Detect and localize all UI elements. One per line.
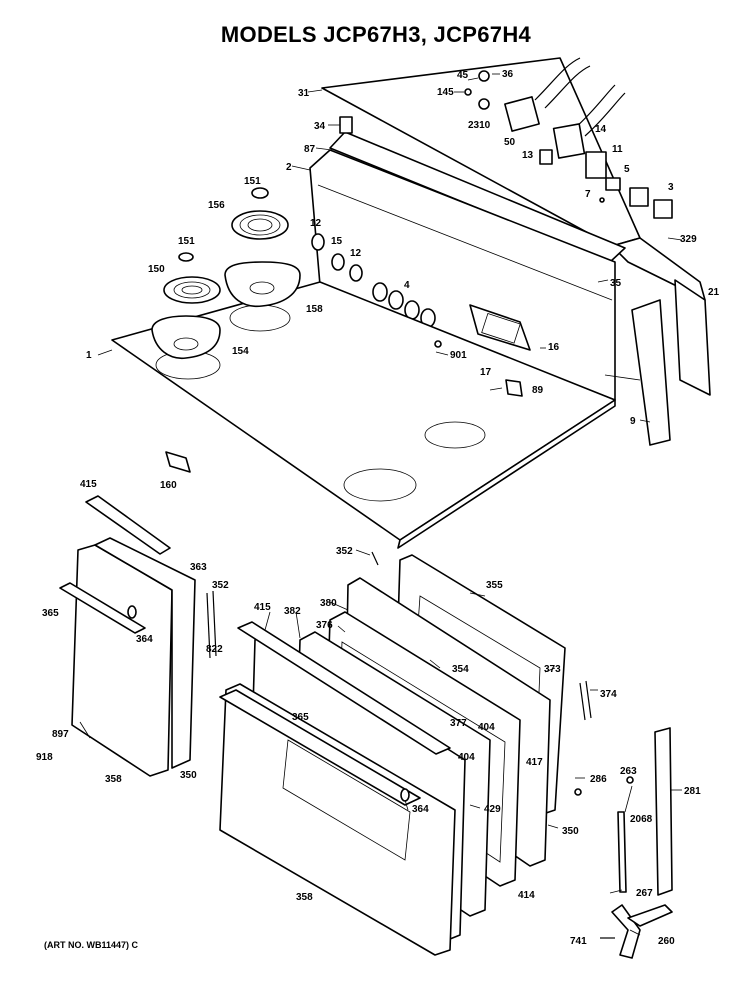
- label-358-left: 358: [105, 774, 122, 785]
- label-50: 50: [504, 137, 516, 148]
- control-panel: [309, 116, 626, 401]
- label-897: 897: [52, 729, 69, 740]
- label-417: 417: [526, 757, 543, 768]
- label-267: 267: [636, 888, 653, 899]
- label-918: 918: [36, 752, 53, 763]
- label-365-left: 365: [42, 608, 59, 619]
- label-156: 156: [208, 200, 225, 211]
- label-363: 363: [190, 562, 207, 573]
- label-382: 382: [284, 606, 301, 617]
- label-11: 11: [612, 144, 623, 155]
- label-373: 373: [544, 664, 561, 675]
- label-15: 15: [331, 236, 343, 247]
- label-17: 17: [480, 367, 492, 378]
- label-151-top: 151: [244, 176, 261, 187]
- label-901: 901: [450, 350, 467, 361]
- label-415-left: 415: [80, 479, 97, 490]
- label-364-left: 364: [136, 634, 153, 645]
- leader-lines: [79, 73, 683, 936]
- label-350-left: 350: [180, 770, 197, 781]
- label-36: 36: [502, 69, 514, 80]
- label-404-b: 404: [458, 752, 475, 763]
- part-labels: 31 45 36 145 2310 50 14 11 13 5 7 3 34 8…: [36, 69, 720, 947]
- label-263: 263: [620, 766, 637, 777]
- label-281: 281: [684, 786, 701, 797]
- label-414: 414: [518, 890, 535, 901]
- label-2310: 2310: [468, 120, 491, 131]
- label-35: 35: [610, 278, 622, 289]
- small-brackets: [165, 340, 523, 473]
- label-158: 158: [306, 304, 323, 315]
- label-160: 160: [160, 480, 177, 491]
- label-415-right: 415: [254, 602, 271, 613]
- surface-burners: [151, 187, 301, 359]
- label-87: 87: [304, 144, 316, 155]
- label-13: 13: [522, 150, 534, 161]
- label-741: 741: [570, 936, 587, 947]
- label-364-right: 364: [412, 804, 429, 815]
- label-355: 355: [486, 580, 503, 591]
- label-286: 286: [590, 774, 607, 785]
- label-2: 2: [286, 162, 292, 173]
- diagram-title: MODELS JCP67H3, JCP67H4: [220, 22, 532, 47]
- label-429: 429: [484, 804, 501, 815]
- label-12-a: 12: [310, 218, 322, 229]
- label-89: 89: [532, 385, 544, 396]
- left-door-assembly: [59, 495, 217, 777]
- oven-door-assembly: [219, 551, 592, 956]
- label-358-right: 358: [296, 892, 313, 903]
- label-5: 5: [624, 164, 630, 175]
- art-number: (ART NO. WB11447) C: [44, 940, 139, 950]
- label-4: 4: [404, 280, 410, 291]
- label-154: 154: [232, 346, 249, 357]
- label-374: 374: [600, 689, 617, 700]
- label-151-mid: 151: [178, 236, 195, 247]
- label-376: 376: [316, 620, 333, 631]
- label-16: 16: [548, 342, 560, 353]
- label-21: 21: [708, 287, 720, 298]
- label-354: 354: [452, 664, 469, 675]
- label-350-right: 350: [562, 826, 579, 837]
- door-hinge-parts: [574, 727, 673, 959]
- label-12-b: 12: [350, 248, 362, 259]
- label-329: 329: [680, 234, 697, 245]
- label-31: 31: [298, 88, 310, 99]
- label-150: 150: [148, 264, 165, 275]
- label-14: 14: [595, 124, 607, 135]
- label-352-left: 352: [212, 580, 229, 591]
- label-377: 377: [450, 718, 467, 729]
- label-404-a: 404: [478, 722, 495, 733]
- label-352-right: 352: [336, 546, 353, 557]
- label-3: 3: [668, 182, 674, 193]
- label-45: 45: [457, 70, 469, 81]
- label-9: 9: [630, 416, 636, 427]
- label-7: 7: [585, 189, 591, 200]
- label-34: 34: [314, 121, 326, 132]
- side-brackets: [631, 279, 711, 446]
- clock-and-switches: [464, 70, 673, 219]
- label-380: 380: [320, 598, 337, 609]
- label-2068: 2068: [630, 814, 653, 825]
- label-822: 822: [206, 644, 223, 655]
- label-365-right: 365: [292, 712, 309, 723]
- label-260: 260: [658, 936, 675, 947]
- label-1: 1: [86, 350, 92, 361]
- label-145: 145: [437, 87, 454, 98]
